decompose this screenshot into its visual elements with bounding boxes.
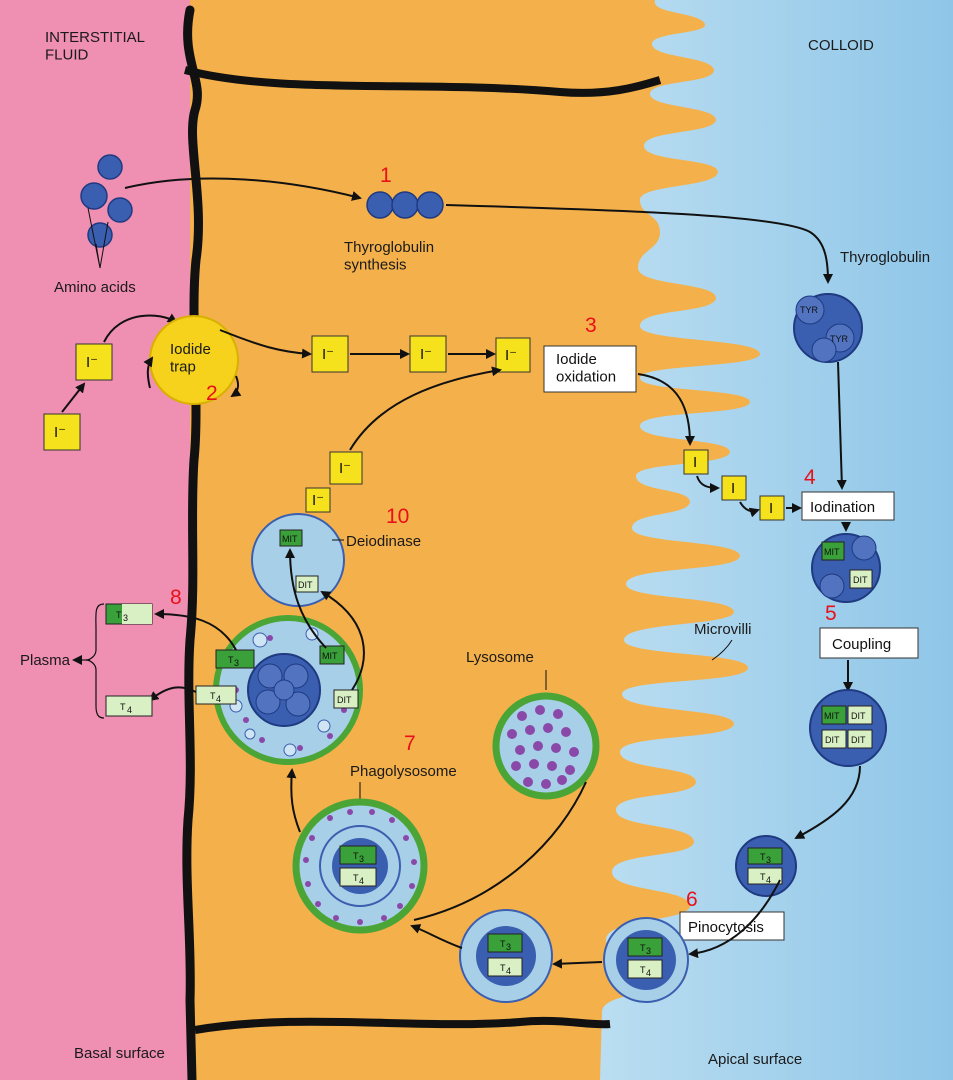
svg-text:4: 4 — [127, 705, 132, 715]
tyr-label-2: TYR — [830, 334, 849, 344]
step-5-number: 5 — [825, 602, 837, 625]
thyroglobulin-label: Thyroglobulin — [840, 249, 930, 266]
svg-text:4: 4 — [216, 694, 221, 704]
t4-release-box: T 4 — [196, 686, 236, 704]
lysosome-label: Lysosome — [466, 649, 534, 666]
recycled-iodide-box-2: I⁻ — [330, 452, 362, 484]
svg-text:3: 3 — [359, 854, 364, 864]
svg-text:DIT: DIT — [853, 575, 868, 585]
plasma-t4-box: T 4 — [106, 696, 152, 716]
step-10-number: 10 — [386, 505, 409, 528]
iodide-box-extracellular: I⁻ — [44, 414, 80, 450]
tyr-label-1: TYR — [800, 305, 819, 315]
microvilli-label: Microvilli — [694, 621, 752, 638]
pinocytosis-box: Pinocytosis — [680, 912, 784, 940]
step-8-number: 8 — [170, 586, 182, 609]
phagolysosome: T 3 T 4 — [296, 802, 424, 930]
lysosome — [496, 696, 596, 796]
svg-text:Iodination: Iodination — [810, 499, 875, 516]
svg-text:3: 3 — [123, 613, 128, 623]
iodine-box-1: I — [684, 450, 708, 474]
svg-text:4: 4 — [646, 968, 651, 978]
svg-text:I⁻: I⁻ — [339, 460, 351, 477]
thyroglobulin-colloid-globule: TYR TYR — [794, 294, 862, 362]
svg-text:3: 3 — [646, 946, 651, 956]
endocytic-vesicle-2: T 3 T 4 — [460, 910, 552, 1002]
step-7-number: 7 — [404, 732, 416, 755]
svg-text:4: 4 — [506, 966, 511, 976]
iodination-box: Iodination — [802, 492, 894, 520]
svg-text:I⁻: I⁻ — [322, 346, 334, 363]
thyroglobulin-chain — [367, 192, 443, 218]
svg-text:I⁻: I⁻ — [505, 347, 517, 364]
plasma-t3-box: T 3 — [106, 604, 152, 624]
svg-text:4: 4 — [766, 875, 771, 885]
svg-text:DIT: DIT — [851, 711, 866, 721]
basal-surface-label: Basal surface — [74, 1045, 165, 1062]
plasma-label: Plasma — [20, 652, 71, 669]
iodine-box-2: I — [722, 476, 746, 500]
t3-t4-colloid-globule: T 3 T 4 — [736, 836, 796, 896]
svg-text:DIT: DIT — [298, 580, 313, 590]
mit-dit-globule: MIT DIT — [812, 534, 880, 602]
iodide-box-near-trap: I⁻ — [76, 344, 112, 380]
apical-surface-label: Apical surface — [708, 1051, 802, 1068]
deiodinase-vesicle: MIT DIT — [252, 514, 344, 606]
step-6-number: 6 — [686, 888, 698, 911]
svg-text:Coupling: Coupling — [832, 636, 891, 653]
digestion-vesicle: T 3 MIT DIT — [216, 618, 360, 762]
endocytic-vesicle-1: T 3 T 4 — [604, 918, 688, 1002]
deiodinase-label: Deiodinase — [346, 533, 421, 550]
svg-text:MIT: MIT — [824, 547, 840, 557]
svg-text:3: 3 — [234, 658, 239, 668]
step-1-number: 1 — [380, 164, 392, 187]
svg-text:3: 3 — [506, 942, 511, 952]
svg-text:I⁻: I⁻ — [86, 354, 98, 371]
iodide-box-cytoplasm-3: I⁻ — [496, 338, 530, 372]
svg-text:I⁻: I⁻ — [420, 346, 432, 363]
iodide-box-cytoplasm-2: I⁻ — [410, 336, 446, 372]
svg-text:DIT: DIT — [825, 735, 840, 745]
svg-text:4: 4 — [359, 876, 364, 886]
svg-text:MIT: MIT — [282, 534, 298, 544]
step-3-number: 3 — [585, 314, 597, 337]
svg-text:I: I — [731, 480, 735, 497]
iodine-box-3: I — [760, 496, 784, 520]
iodide-box-cytoplasm-1: I⁻ — [312, 336, 348, 372]
svg-text:I: I — [769, 500, 773, 517]
svg-text:MIT: MIT — [322, 651, 338, 661]
phagolysosome-label: Phagolysosome — [350, 763, 457, 780]
recycled-iodide-box-1: I⁻ — [306, 488, 330, 512]
svg-text:I: I — [693, 454, 697, 471]
colloid-label: COLLOID — [808, 37, 874, 54]
svg-text:T: T — [116, 610, 122, 620]
step-4-number: 4 — [804, 466, 816, 489]
amino-acids-label: Amino acids — [54, 279, 136, 296]
svg-text:MIT: MIT — [824, 711, 840, 721]
svg-text:I⁻: I⁻ — [312, 492, 324, 509]
coupled-mit-dit-globule: MIT DIT DIT DIT — [810, 690, 886, 766]
svg-text:DIT: DIT — [851, 735, 866, 745]
coupling-box: Coupling — [820, 628, 918, 658]
step-2-number: 2 — [206, 382, 218, 405]
svg-text:T: T — [120, 702, 126, 712]
svg-text:DIT: DIT — [337, 695, 352, 705]
svg-text:3: 3 — [766, 855, 771, 865]
svg-text:I⁻: I⁻ — [54, 424, 66, 441]
